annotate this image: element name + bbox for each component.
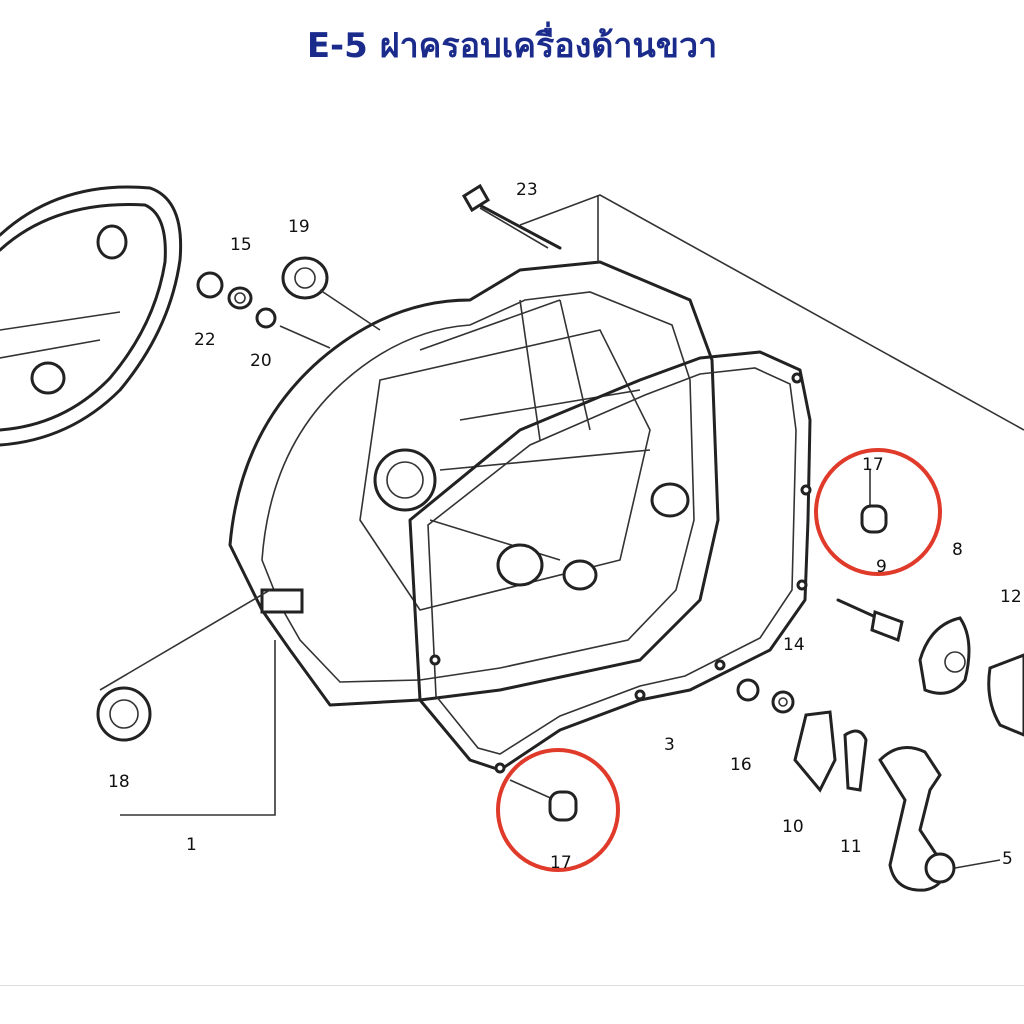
- highlight-circle-lower: [496, 748, 620, 872]
- label-18: 18: [108, 772, 130, 792]
- label-14: 14: [783, 635, 805, 655]
- seal-18-part: [96, 589, 276, 816]
- dowel-pin-17-lower: [509, 779, 578, 822]
- right-crankcase-cover: [228, 260, 720, 707]
- label-8: 8: [952, 540, 963, 560]
- label-9: 9: [876, 557, 887, 577]
- label-12: 12: [1000, 587, 1022, 607]
- label-16: 16: [730, 755, 752, 775]
- gasket-part: [408, 350, 812, 774]
- small-parts-cluster: [196, 256, 381, 349]
- label-20: 20: [250, 351, 272, 371]
- label-19: 19: [288, 217, 310, 237]
- label-17-lower: 17: [550, 853, 572, 873]
- label-11: 11: [840, 837, 862, 857]
- page-title: E-5 ฝาครอบเครื่องด้านขวา: [306, 26, 718, 66]
- dowel-pin-17-upper: [860, 470, 888, 534]
- label-10: 10: [782, 817, 804, 837]
- label-3: 3: [664, 735, 675, 755]
- bottom-divider: [0, 985, 1024, 986]
- label-17-upper: 17: [862, 455, 884, 475]
- bolt-23-part: [461, 183, 1024, 431]
- label-22: 22: [194, 330, 216, 350]
- highlight-circle-upper: [814, 448, 942, 576]
- label-5: 5: [1002, 849, 1013, 869]
- label-23: 23: [516, 180, 538, 200]
- right-side-parts: [736, 598, 1024, 892]
- ring-cover-part: [0, 185, 183, 447]
- label-1: 1: [186, 835, 197, 855]
- label-15: 15: [230, 235, 252, 255]
